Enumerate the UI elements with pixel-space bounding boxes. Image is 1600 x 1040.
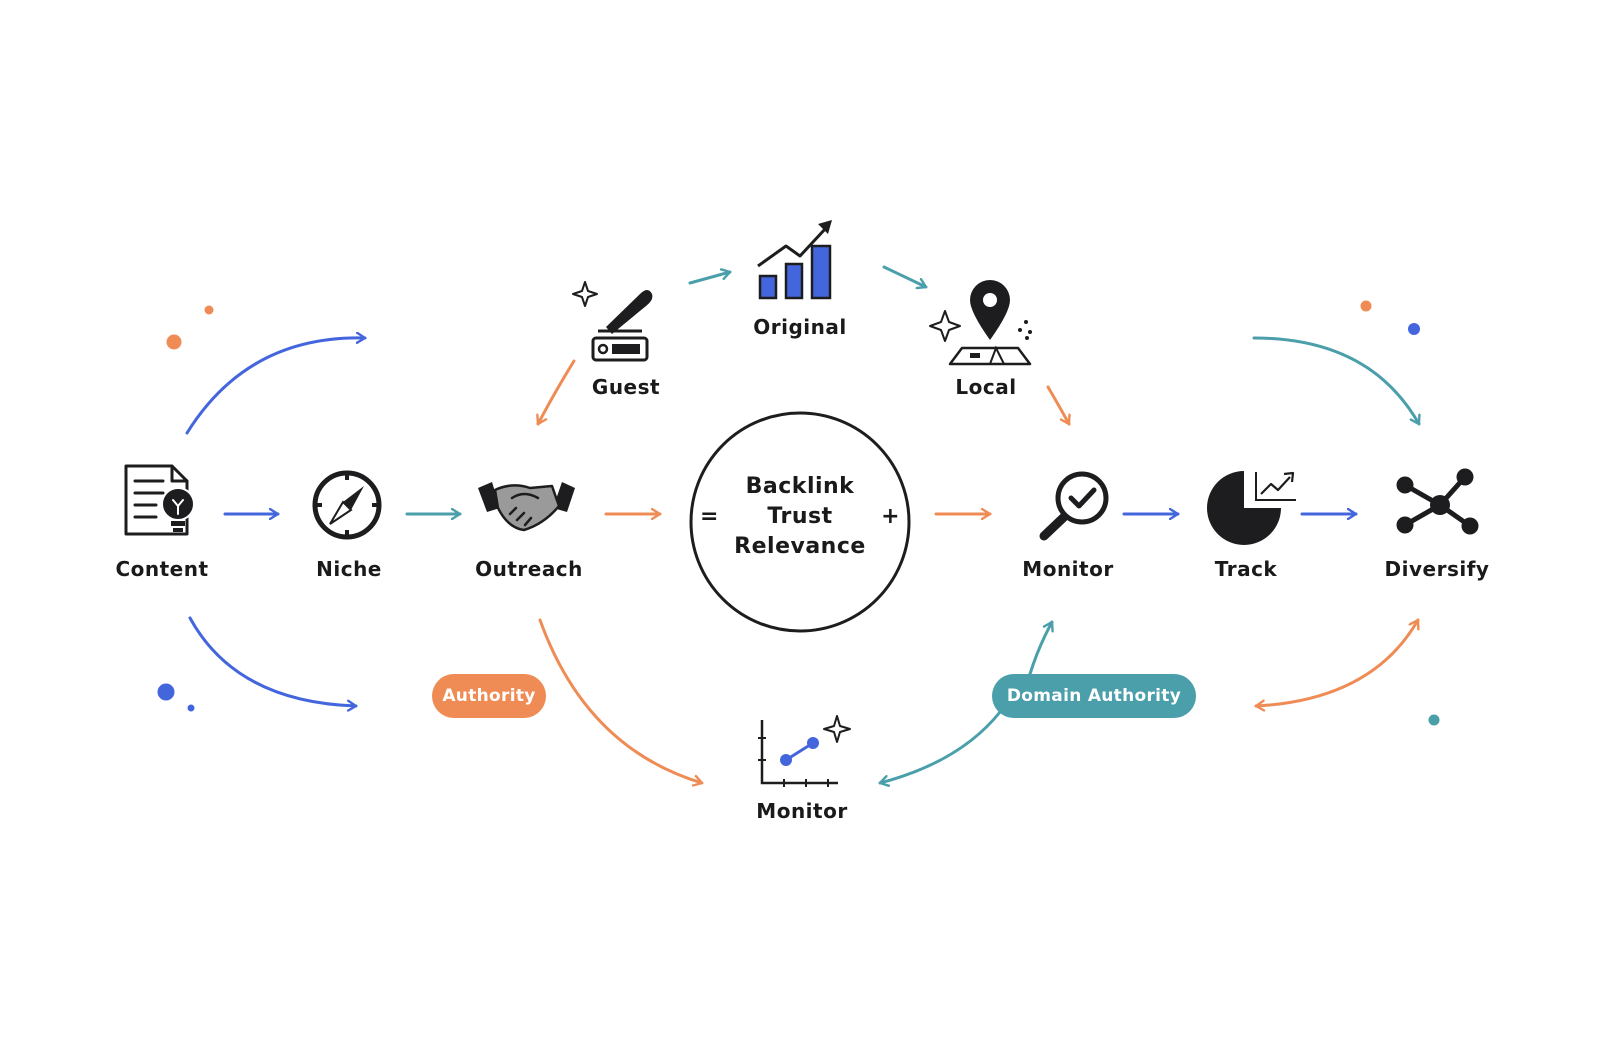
center-formula: Backlink = Trust + Relevance (700, 472, 900, 562)
node-label-content: Content (115, 557, 209, 581)
center-line-trust-row: = Trust + (700, 502, 900, 532)
arrow-original-to-local (882, 265, 928, 287)
dot (1360, 300, 1372, 312)
center-equals-sign: = (700, 504, 719, 529)
arrow-content-up-curve (185, 338, 367, 435)
arrow-local-to-monitor (1046, 385, 1069, 426)
dot (1428, 714, 1440, 726)
magnifier-check-icon (1039, 471, 1109, 541)
dot (187, 704, 195, 712)
arrow-content-down-curve (188, 616, 358, 706)
center-line-trust: Trust (767, 504, 833, 529)
node-label-niche: Niche (316, 557, 382, 581)
node-label-monitor-bottom: Monitor (756, 799, 848, 823)
authority-pill: Authority (432, 674, 546, 718)
domain-authority-pill: Domain Authority (992, 674, 1196, 718)
center-circle (689, 411, 911, 633)
dot (1408, 323, 1420, 335)
arrow-diversify-double-curve (1254, 618, 1418, 706)
arrow-guest-to-original (688, 272, 732, 285)
pie-chart-icon (1207, 471, 1296, 545)
bar-chart-growth-icon (757, 220, 832, 300)
arrow-domain-to-bottom-monitor (878, 710, 1002, 783)
node-label-monitor: Monitor (1022, 557, 1114, 581)
handshake-icon (478, 482, 575, 532)
map-pin-icon (929, 280, 1032, 366)
node-label-guest: Guest (591, 375, 661, 399)
line-graph-icon (758, 715, 851, 787)
node-label-original: Original (753, 315, 847, 339)
decorative-dots (157, 300, 1440, 726)
arrow-to-diversify-curve (1252, 336, 1419, 426)
node-label-local: Local (955, 375, 1017, 399)
arrow-guest-to-outreach (538, 359, 576, 426)
node-label-track: Track (1214, 557, 1278, 581)
dot (166, 334, 182, 350)
center-plus-sign: + (881, 504, 900, 529)
node-label-outreach: Outreach (475, 557, 583, 581)
arrow-outreach-to-bottom-monitor (538, 618, 704, 783)
center-line-backlink: Backlink (745, 474, 855, 499)
connector-arrows (185, 265, 1419, 783)
dot (204, 305, 214, 315)
arrow-domain-to-monitor (1028, 620, 1052, 676)
pen-writing-icon (572, 281, 653, 362)
dot (157, 683, 175, 701)
document-lightbulb-icon (124, 464, 195, 536)
node-label-diversify: Diversify (1384, 557, 1490, 581)
center-line-relevance: Relevance (734, 534, 866, 559)
network-icon (1396, 468, 1479, 535)
compass-icon (312, 470, 382, 540)
